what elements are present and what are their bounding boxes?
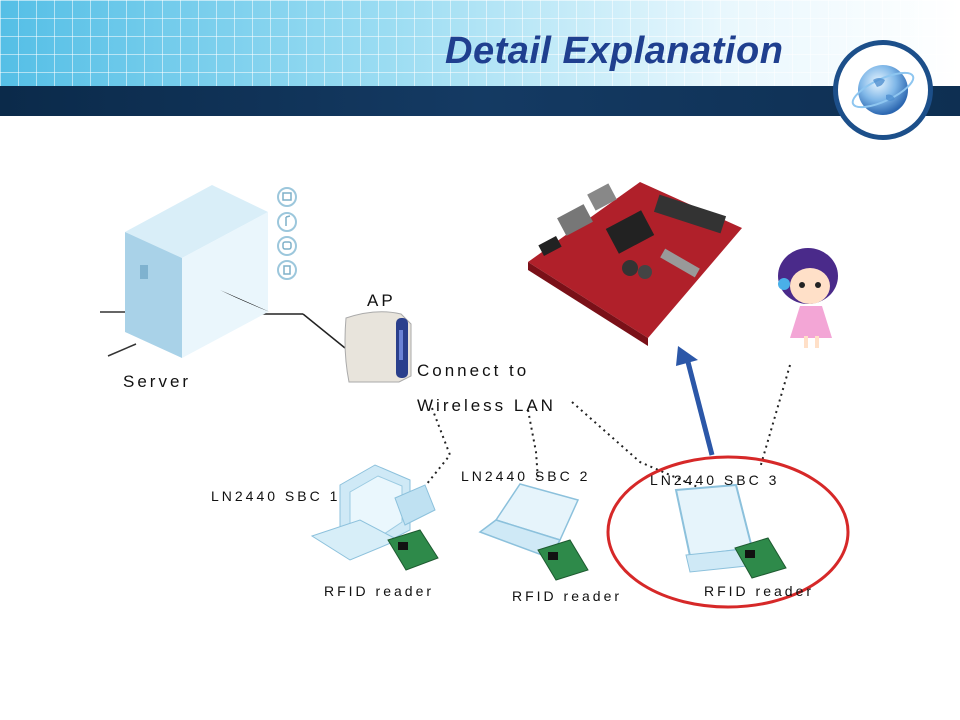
server-icon bbox=[125, 185, 297, 358]
rfid-reader-icon bbox=[537, 539, 589, 581]
server-label: Server bbox=[123, 372, 192, 391]
highlight-circle bbox=[606, 455, 850, 609]
sbc3-label: LN2440 SBC 3 bbox=[650, 472, 780, 488]
user-link bbox=[759, 364, 791, 469]
arrow-to-board bbox=[676, 346, 715, 456]
wireless-ap-icon bbox=[344, 311, 412, 383]
header-grid-background bbox=[0, 0, 960, 86]
ap-label: AP bbox=[367, 291, 396, 310]
slide-title: Detail Explanation bbox=[445, 30, 784, 72]
globe-badge bbox=[833, 40, 933, 140]
sbc1-label: LN2440 SBC 1 bbox=[211, 488, 341, 504]
server-left-stub-2 bbox=[107, 343, 137, 357]
connect-label-line2: Wireless LAN bbox=[417, 396, 556, 415]
sbc-board-icon bbox=[528, 182, 742, 346]
wireless-link-sbc3 bbox=[571, 401, 701, 489]
rfid2-label: RFID reader bbox=[512, 588, 623, 604]
sbc2-label: LN2440 SBC 2 bbox=[461, 468, 591, 484]
rfid-reader-icon bbox=[734, 537, 787, 579]
server-ap-link-2 bbox=[302, 313, 346, 349]
rfid1-label: RFID reader bbox=[324, 583, 435, 599]
rfid3-label: RFID reader bbox=[704, 583, 815, 599]
connect-label-line1: Connect to bbox=[417, 361, 530, 380]
desktop-pc-icon bbox=[310, 464, 436, 561]
rfid-reader-icon bbox=[387, 529, 439, 571]
header-band bbox=[0, 86, 960, 116]
wireless-link-sbc2 bbox=[527, 409, 539, 481]
globe-icon bbox=[851, 65, 915, 115]
laptop-icon bbox=[478, 483, 580, 559]
girl-user-icon bbox=[778, 248, 838, 348]
wireless-link-sbc1 bbox=[421, 407, 452, 491]
